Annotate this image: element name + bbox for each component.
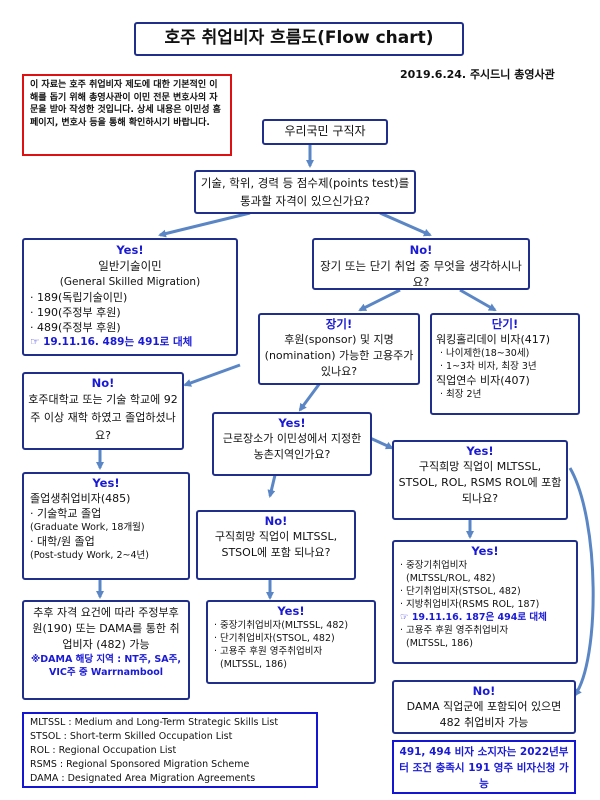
arrow-q5-dama	[568, 467, 595, 697]
grad-tech-school: · 기술학교 졸업	[30, 507, 102, 520]
max-period: · 1~3차 비자, 최장 3년	[440, 361, 537, 372]
gsm-title: 일반기술이민	[98, 259, 162, 273]
page-title: 호주 취업비자 흐름도(Flow chart)	[164, 28, 434, 48]
mid-yes-label: Yes!	[277, 604, 305, 618]
mid-item-2: · 단기취업비자(STSOL, 482)	[214, 633, 335, 644]
legend-mltssl: MLTSSL : Medium and Long-Term Strategic …	[30, 717, 279, 728]
gsm-item-189: · 189(독립기술이민)	[30, 291, 128, 304]
short-term-box: 단기! 워킹홀리데이 비자(417) · 나이제한(18~30세) · 1~3차…	[430, 313, 580, 415]
long-term-box: 장기! 후원(sponsor) 및 지명 (nomination) 가능한 고용…	[258, 313, 420, 385]
arrow-long-q3	[183, 363, 241, 387]
arrow-long-q4	[298, 382, 322, 412]
grad-title: 졸업생취업비자(485)	[30, 492, 131, 505]
right-yes-label: Yes!	[471, 544, 499, 558]
gsm-result-box: Yes! 일반기술이민 (General Skilled Migration) …	[22, 238, 238, 356]
arrow-q1-gsm	[158, 211, 251, 238]
gsm-subtitle: (General Skilled Migration)	[59, 276, 201, 288]
q4-text: 근로장소가 이민성에서 지정한 농촌지역인가요?	[222, 432, 362, 461]
grad-university: · 대학/원 졸업	[30, 535, 95, 548]
grad-work: (Graduate Work, 18개월)	[30, 522, 145, 533]
right-item-1b: (MLTSSL/ROL, 482)	[406, 573, 496, 584]
notice-text: 이 자료는 호주 취업비자 제도에 대한 기본적인 이해를 돕기 위해 총영사관…	[30, 80, 221, 128]
q6-text: 구직희망 직업이 MLTSSL, STSOL에 포함 되나요?	[214, 530, 338, 559]
future-options-box: 추후 자격 요건에 따라 주정부후원(190) 또는 DAMA를 통한 취업비자…	[22, 600, 190, 700]
working-holiday-visa: 워킹홀리데이 비자(417)	[436, 333, 551, 346]
question-occupation-list: Yes! 구직희망 직업이 MLTSSL, STSOL, ROL, RSMS R…	[392, 440, 568, 520]
gsm-note: ☞ 19.11.16. 489는 491로 대체	[30, 336, 193, 348]
question-points-test-text: 기술, 학위, 경력 등 점수제(points test)를 통과할 자격이 있…	[200, 176, 410, 208]
arrow-q2-short	[459, 288, 497, 312]
start-label: 우리국민 구직자	[284, 124, 366, 138]
regional-visa-box: Yes! · 중장기취업비자 (MLTSSL/ROL, 482) · 단기취업비…	[392, 540, 578, 664]
future-options-text: 추후 자격 요건에 따라 주정부후원(190) 또는 DAMA를 통한 취업비자…	[32, 606, 180, 651]
permanent-visa-note-box: 491, 494 비자 소지자는 2022년부터 조건 충족시 191 영주 비…	[392, 740, 576, 794]
start-box: 우리국민 구직자	[262, 119, 388, 145]
right-item-4b: (MLTSSL, 186)	[406, 638, 473, 649]
right-item-4: · 고용주 후원 영주취업비자	[400, 625, 509, 636]
employer-visa-box: Yes! · 중장기취업비자(MLTSSL, 482) · 단기취업비자(STS…	[206, 600, 376, 684]
mid-item-1: · 중장기취업비자(MLTSSL, 482)	[214, 620, 349, 631]
q4-yes-label: Yes!	[278, 416, 306, 430]
permanent-visa-note: 491, 494 비자 소지자는 2022년부터 조건 충족시 191 영주 비…	[399, 746, 569, 790]
q3-no-label: No!	[91, 376, 115, 390]
q5-yes-label: Yes!	[466, 444, 494, 458]
question-rural-area: Yes! 근로장소가 이민성에서 지정한 농촌지역인가요?	[212, 412, 372, 476]
dama-box: No! DAMA 직업군에 포함되어 있으면 482 취업비자 가능	[392, 680, 576, 734]
gsm-item-190: · 190(주정부 후원)	[30, 306, 121, 319]
gsm-yes-label: Yes!	[116, 243, 144, 257]
q2-text: 장기 또는 단기 취업 중 무엇을 생각하시나요?	[320, 259, 522, 289]
training-visa: 직업연수 비자(407)	[436, 374, 530, 387]
grad-yes-label: Yes!	[92, 476, 120, 490]
right-item-3: · 지방취업비자(RSMS ROL, 187)	[400, 599, 540, 610]
legend-dama: DAMA : Designated Area Migration Agreeme…	[30, 773, 256, 784]
dama-region-note: ※DAMA 해당 지역 : NT주, SA주, VIC주 중 Warrnambo…	[31, 654, 181, 678]
legend-box: MLTSSL : Medium and Long-Term Strategic …	[22, 712, 318, 788]
notice-box: 이 자료는 호주 취업비자 제도에 대한 기본적인 이해를 돕기 위해 총영사관…	[22, 74, 232, 156]
q3-text: 호주대학교 또는 기술 학교에 92주 이상 재학 하였고 졸업하셨나요?	[28, 393, 178, 442]
legend-stsol: STSOL : Short-term Skilled Occupation Li…	[30, 731, 233, 742]
question-mltssl-stsol: No! 구직희망 직업이 MLTSSL, STSOL에 포함 되나요?	[196, 510, 356, 580]
question-points-test: 기술, 학위, 경력 등 점수제(points test)를 통과할 자격이 있…	[194, 170, 416, 214]
arrow-q4-q6	[267, 474, 277, 498]
max-two-years: · 최장 2년	[440, 389, 482, 400]
right-item-2: · 단기취업비자(STSOL, 482)	[400, 586, 521, 597]
q5-text: 구직희망 직업이 MLTSSL, STSOL, ROL, RSMS ROL에 포…	[398, 460, 562, 505]
age-limit: · 나이제한(18~30세)	[440, 348, 530, 359]
q2-no-label: No!	[409, 243, 433, 257]
legend-rol: ROL : Regional Occupation List	[30, 745, 177, 756]
mid-item-3: · 고용주 후원 영주취업비자	[214, 646, 323, 657]
right-item-1: · 중장기취업비자	[400, 560, 468, 571]
post-study-work: (Post-study Work, 2~4년)	[30, 550, 149, 561]
graduate-visa-box: Yes! 졸업생취업비자(485) · 기술학교 졸업 (Graduate Wo…	[22, 472, 190, 580]
long-term-text: 후원(sponsor) 및 지명 (nomination) 가능한 고용주가 있…	[264, 333, 414, 378]
mid-item-3b: (MLTSSL, 186)	[220, 659, 287, 670]
arrow-q1-q2	[379, 211, 432, 237]
legend-rsms: RSMS : Regional Sponsored Migration Sche…	[30, 759, 250, 770]
date-source: 2019.6.24. 주시드니 총영사관	[400, 68, 555, 81]
dama-text: DAMA 직업군에 포함되어 있으면 482 취업비자 가능	[406, 700, 562, 729]
title-box: 호주 취업비자 흐름도(Flow chart)	[134, 22, 464, 56]
gsm-item-489: · 489(주정부 후원)	[30, 321, 121, 334]
question-long-short: No! 장기 또는 단기 취업 중 무엇을 생각하시나요?	[312, 238, 530, 290]
long-term-label: 장기!	[325, 317, 353, 331]
right-note: ☞ 19.11.16. 187은 494로 대체	[400, 612, 547, 623]
q6-no-label: No!	[264, 514, 288, 528]
arrow-q4-q5	[369, 436, 394, 450]
dama-no-label: No!	[472, 684, 496, 698]
arrow-q2-long	[358, 288, 401, 312]
short-term-label: 단기!	[491, 317, 519, 331]
question-australian-school: No! 호주대학교 또는 기술 학교에 92주 이상 재학 하였고 졸업하셨나요…	[22, 372, 184, 450]
